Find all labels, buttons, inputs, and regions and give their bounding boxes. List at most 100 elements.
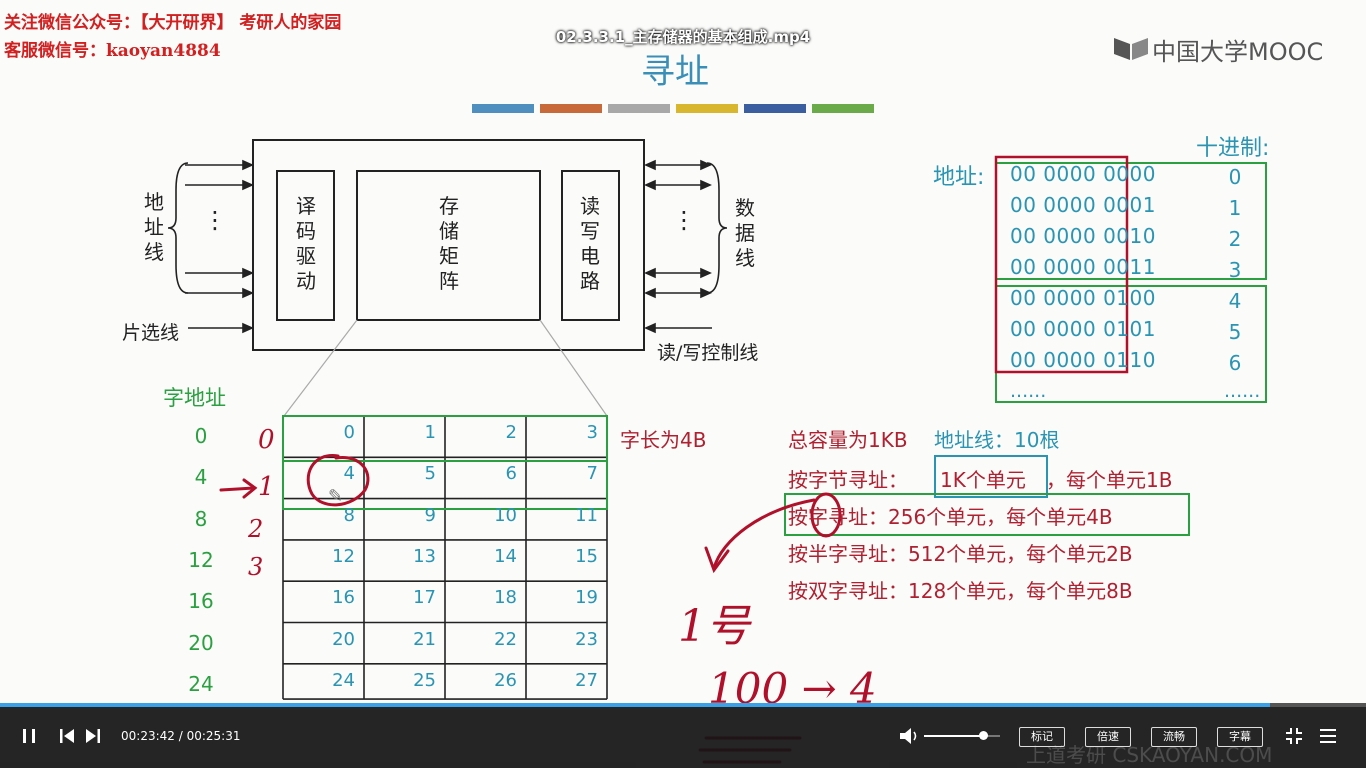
word-address: 4	[194, 465, 208, 490]
word-address: 20	[188, 630, 214, 655]
addr-dots: ⋮	[203, 206, 227, 234]
memory-cell: 5	[424, 463, 436, 485]
decimal-address: 5	[1228, 320, 1242, 344]
memory-cell: 19	[575, 587, 598, 609]
rw-control-label: 读/写控制线	[657, 342, 759, 364]
addr-label: 地址:	[933, 165, 985, 190]
speed-button[interactable]: 倍速	[1085, 727, 1131, 747]
data-brace	[706, 162, 728, 294]
watermark-line-2: 客服微信号：kaoyan4884	[4, 41, 221, 61]
rw-circuit-box	[561, 170, 620, 321]
bookmark-button[interactable]: 标记	[1019, 727, 1065, 747]
doubleword-addr-line: 按双字寻址：128个单元，每个单元8B	[788, 579, 1133, 603]
byte-addr-c: ，每个单元1B	[1046, 468, 1173, 492]
binary-address: 00 0000 0010	[1010, 224, 1156, 248]
addr-lines-count: 地址线：10根	[934, 428, 1060, 452]
previous-icon[interactable]	[58, 727, 76, 745]
addr-line-arrows	[185, 159, 254, 334]
memory-cell: 1	[424, 422, 436, 443]
dec-ellipsis: ......	[1224, 380, 1261, 402]
data-lines-label: 数据线	[735, 196, 755, 270]
memory-cell: 7	[586, 463, 598, 485]
video-title: 02.3.3.1_主存储器的基本组成.mp4	[555, 28, 811, 46]
volume-fill	[924, 735, 984, 737]
quality-button[interactable]: 流畅	[1151, 727, 1197, 747]
word-length: 字长为4B	[620, 428, 707, 452]
memory-cell: 10	[494, 504, 517, 526]
hand-row-3: 3	[248, 553, 264, 581]
memory-cell: 26	[494, 669, 517, 691]
rw-circuit-label: 读写电路	[580, 194, 600, 293]
word-address: 12	[188, 547, 214, 572]
color-bar	[472, 104, 534, 113]
memory-cell: 15	[575, 545, 598, 567]
logo-text: 中国大学MOOC	[1152, 38, 1324, 66]
byte-addr-b: 1K个单元	[940, 468, 1026, 492]
byte-highlight-box	[934, 455, 1048, 498]
total-capacity: 总容量为1KB	[788, 428, 908, 452]
decimal-address: 4	[1228, 289, 1242, 313]
subtitle-button[interactable]: 字幕	[1217, 727, 1263, 747]
memory-cell: 4	[343, 463, 355, 485]
time-display: 00:23:42 / 00:25:31	[121, 729, 241, 743]
memory-cell: 18	[494, 587, 517, 609]
decimal-address: 1	[1228, 196, 1242, 220]
binary-address: 00 0000 0110	[1010, 348, 1156, 372]
shrink-screen-icon[interactable]	[1285, 727, 1303, 745]
binary-address: 00 0000 0100	[1010, 286, 1156, 310]
memory-cell: 12	[332, 545, 355, 567]
chip-outline	[252, 139, 645, 351]
binary-address: 00 0000 0101	[1010, 317, 1156, 341]
memory-cell: 23	[575, 628, 598, 650]
memory-cell: 27	[575, 669, 598, 691]
byte-addr-a: 按字节寻址：	[788, 468, 908, 492]
decoder-box	[276, 170, 335, 321]
word-1-box	[282, 460, 608, 510]
memory-cell: 17	[413, 587, 436, 609]
red-highlight-box	[994, 155, 1129, 374]
hand-row-1: 1	[258, 472, 275, 502]
halfword-addr-line: 按半字寻址：512个单元，每个单元2B	[788, 542, 1133, 566]
bottom-watermark: 上道考研 CSKAOYAN.COM	[1026, 743, 1273, 767]
memory-cell: 16	[332, 587, 355, 609]
playlist-icon[interactable]	[1319, 727, 1337, 745]
next-icon[interactable]	[84, 727, 102, 745]
word-addr-title: 字地址	[163, 386, 226, 410]
volume-slider[interactable]	[924, 731, 1000, 740]
decimal-address: 3	[1228, 258, 1242, 282]
binary-address: 00 0000 0001	[1010, 193, 1156, 217]
memory-cell: 13	[413, 545, 436, 567]
word-address: 8	[194, 506, 208, 531]
chip-select-label: 片选线	[122, 322, 180, 344]
hand-row-2: 2	[248, 515, 264, 543]
volume-knob[interactable]	[979, 731, 989, 740]
player-controls: 上道考研 CSKAOYAN.COM 00:23:42 / 00:25:31 标记…	[0, 703, 1366, 768]
color-bar	[540, 104, 602, 113]
watermark-line-1: 关注微信公众号：【大开研界】 考研人的家园	[4, 13, 342, 33]
memory-cell: 11	[575, 504, 598, 526]
matrix-box	[356, 170, 541, 321]
memory-cell: 22	[494, 628, 517, 650]
color-bar	[608, 104, 670, 113]
word-highlight-box	[784, 493, 1190, 536]
addr-brace	[167, 162, 189, 294]
addr-lines-label: 地址线	[144, 190, 164, 264]
memory-cell: 6	[505, 463, 517, 485]
memory-cell: 0	[343, 422, 355, 443]
memory-cell: 21	[413, 628, 436, 650]
volume-icon[interactable]	[898, 726, 920, 746]
memory-cell: 8	[343, 504, 355, 526]
progress-track[interactable]	[0, 703, 1366, 707]
data-dots: ⋮	[672, 206, 696, 234]
hand-number-one: 1号	[678, 601, 750, 652]
color-bar	[812, 104, 874, 113]
hand-row-0: 0	[258, 425, 275, 455]
decimal-header: 十进制:	[1196, 136, 1270, 161]
memory-cell: 9	[424, 504, 436, 526]
color-bar	[676, 104, 738, 113]
word-addr-line: 按字寻址：256个单元，每个单元4B	[788, 505, 1113, 529]
memory-cell: 14	[494, 545, 517, 567]
pause-icon[interactable]	[20, 727, 38, 745]
word-address: 16	[188, 589, 214, 614]
